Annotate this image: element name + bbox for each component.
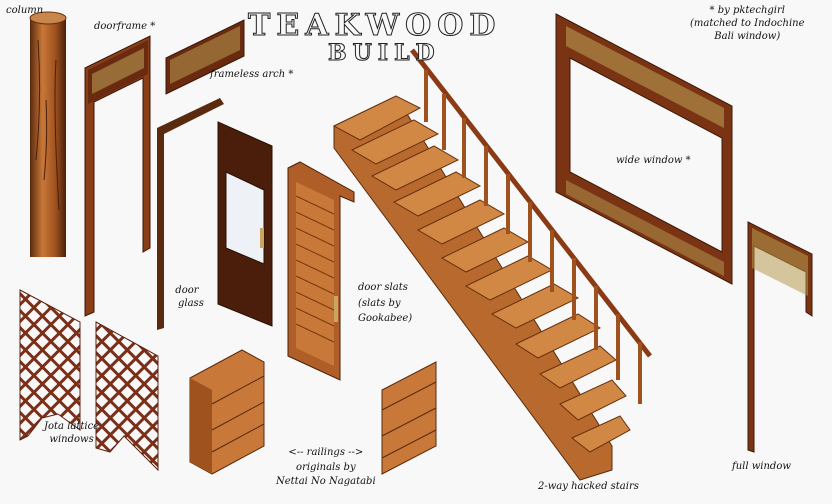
full-window-label: full window <box>732 461 791 472</box>
jota-lattice-label-line-2: windows <box>49 434 94 445</box>
title-line-1: TEAKWOOD <box>247 8 502 44</box>
credit-label: * by pktechgirl (matched to Indochine Ba… <box>690 4 805 43</box>
jota-lattice-label-line-1: Jota lattice <box>44 421 100 432</box>
frameless-arch-item <box>165 19 245 95</box>
door-slats-label-line-2: (slats by <box>358 297 401 309</box>
door-slats-label-line-3: Gookabee) <box>358 313 413 324</box>
door-slats-label-line-1: door slats <box>358 282 408 293</box>
doorframe-label: doorframe * <box>94 21 156 32</box>
railings-label: <-- railings --> originals by Nettai No … <box>276 446 376 490</box>
doorframe-item <box>84 35 151 317</box>
wide-window-label: wide window * <box>616 155 691 166</box>
credit-label-line-1: * by pktechgirl <box>709 5 785 16</box>
stairs-item <box>332 48 652 481</box>
full-window-item <box>747 221 813 453</box>
wide-window-item <box>555 13 733 285</box>
credit-label-line-3: Bali window) <box>714 31 781 42</box>
credit-label-line-2: (matched to Indochine <box>690 18 805 29</box>
railings-label-line-2: originals by <box>296 461 356 473</box>
door-glass-item <box>157 98 273 330</box>
title-line-2: BUILD <box>328 40 441 67</box>
column-label: column <box>6 5 44 16</box>
door-glass-label: door glass <box>170 284 204 310</box>
door-slats-label: door slats (slats by Gookabee) <box>358 280 412 327</box>
jota-lattice-windows-item <box>19 289 159 472</box>
door-slats-item <box>287 161 355 381</box>
railings-item <box>189 349 437 475</box>
column-item <box>29 11 67 257</box>
door-glass-label-line-2: glass <box>178 298 204 309</box>
railings-label-line-1: <-- railings --> <box>288 447 364 458</box>
jota-lattice-label: Jota lattice windows <box>44 420 99 446</box>
frameless-arch-label: frameless arch * <box>210 69 294 80</box>
stairs-label: 2-way hacked stairs <box>538 481 639 492</box>
door-glass-label-line-1: door <box>175 285 199 296</box>
railings-label-line-3: Nettai No Nagatabi <box>276 476 376 487</box>
